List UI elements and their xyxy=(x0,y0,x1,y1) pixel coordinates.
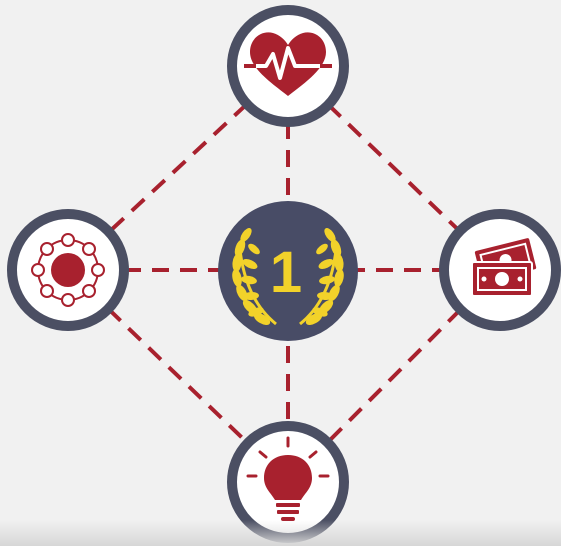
connector-top-left xyxy=(66,64,290,272)
heart-pulse-icon xyxy=(244,32,332,96)
rank-number: 1 xyxy=(270,240,302,305)
laurel-wreath-icon xyxy=(232,228,344,326)
node-top xyxy=(227,5,349,127)
node-right xyxy=(439,209,561,331)
node-left xyxy=(7,209,129,331)
money-bills-icon xyxy=(471,238,537,297)
connector-right-bottom xyxy=(286,268,502,484)
center-badge: 1 xyxy=(218,201,358,341)
node-bottom xyxy=(227,421,349,543)
network-circle-icon xyxy=(31,233,105,307)
connector-top-right xyxy=(286,64,502,272)
bottom-shade xyxy=(0,520,561,546)
